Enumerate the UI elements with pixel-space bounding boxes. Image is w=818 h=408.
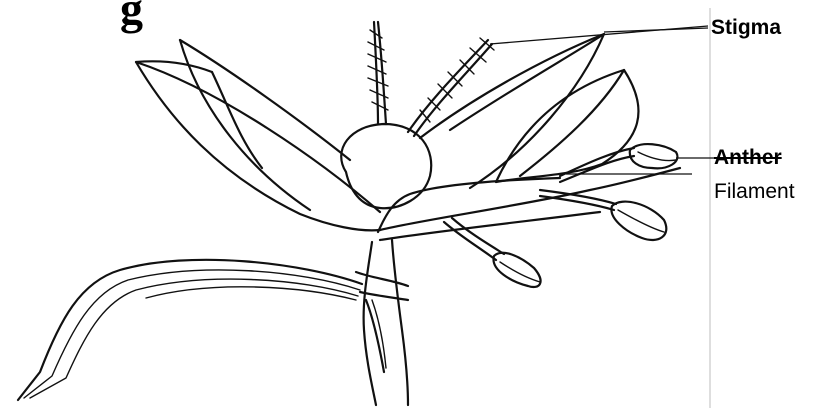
stigma-label: Stigma [711,16,781,40]
stem [356,240,408,405]
anther-lower [494,253,541,287]
petals [136,34,680,240]
stigma-lobes [368,22,494,136]
ovary [341,124,431,208]
anther-label: Anther [714,146,782,170]
leaf [18,260,386,400]
filament-label: Filament [714,180,795,204]
stigma-leader-2 [604,28,708,32]
anther-upper [630,144,678,168]
stamens [444,144,677,287]
